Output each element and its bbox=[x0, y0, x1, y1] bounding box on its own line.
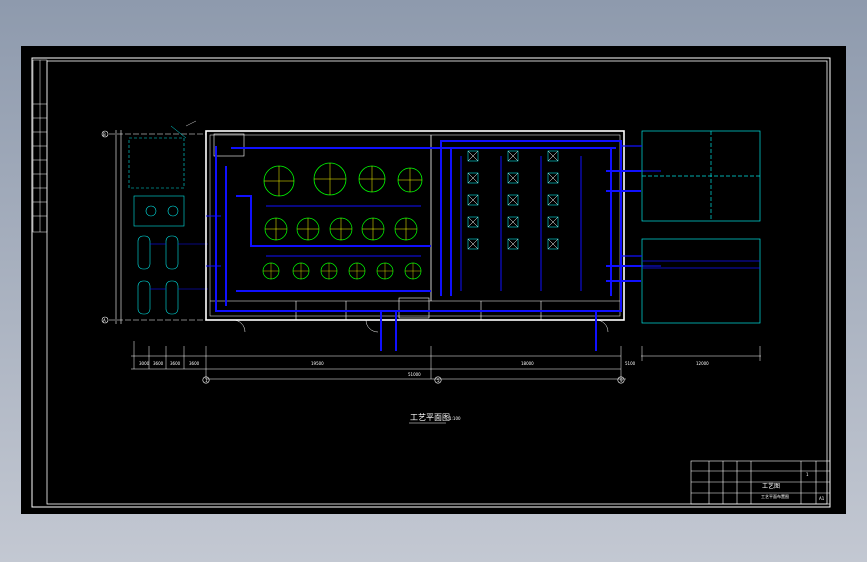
dim-main-3: 5100 bbox=[625, 361, 636, 366]
dim-main-1: 19500 bbox=[311, 361, 324, 366]
equipment-box bbox=[467, 238, 479, 250]
equipment-box-cross bbox=[547, 216, 559, 228]
column-axis-label-5: 5 bbox=[437, 378, 440, 383]
equipment-box-cross bbox=[547, 194, 559, 206]
door-swings bbox=[232, 319, 609, 333]
equipment-box-cross bbox=[547, 238, 559, 250]
equipment-box bbox=[547, 194, 559, 206]
row-axis-label-a: A bbox=[103, 318, 106, 323]
column-axis-label-9: 9 bbox=[620, 378, 623, 383]
tank-row-small bbox=[262, 262, 422, 280]
equipment-box bbox=[467, 216, 479, 228]
equipment-box-cross bbox=[467, 194, 479, 206]
title-block bbox=[690, 460, 831, 505]
equipment-box-cross bbox=[507, 216, 519, 228]
equipment-box-cross bbox=[507, 150, 519, 162]
equipment-box bbox=[547, 172, 559, 184]
cad-drawing-canvas: 工艺图 工艺平面布置图 1 A1 B A bbox=[31, 57, 831, 508]
dim-left-2: 3600 bbox=[153, 361, 164, 366]
gas-cylinder-bank bbox=[137, 235, 208, 315]
equipment-box bbox=[547, 238, 559, 250]
equipment-box bbox=[547, 150, 559, 162]
dim-main-2: 18000 bbox=[521, 361, 534, 366]
row-axis-markers bbox=[101, 130, 206, 324]
drawing-title-scale: 1:100 bbox=[449, 416, 461, 421]
equipment-box-cross bbox=[467, 216, 479, 228]
equipment-box-cross bbox=[507, 194, 519, 206]
row-axis-label-b: B bbox=[103, 132, 106, 137]
equipment-box bbox=[467, 150, 479, 162]
equipment-box-cross bbox=[547, 172, 559, 184]
equipment-box bbox=[507, 194, 519, 206]
dim-left-4: 3600 bbox=[189, 361, 200, 366]
equipment-box bbox=[507, 150, 519, 162]
equipment-box bbox=[507, 172, 519, 184]
tank-row-medium-marks bbox=[265, 218, 417, 240]
equipment-box bbox=[467, 194, 479, 206]
right-external-rooms bbox=[621, 130, 761, 324]
left-aux-room bbox=[128, 120, 197, 227]
tank-row-large bbox=[263, 162, 423, 197]
dim-right: 12000 bbox=[696, 361, 709, 366]
title-block-revision: A1 bbox=[819, 496, 825, 501]
equipment-box bbox=[467, 172, 479, 184]
equipment-box-cross bbox=[547, 150, 559, 162]
equipment-box bbox=[507, 238, 519, 250]
column-axis-label-1: 1 bbox=[205, 378, 208, 383]
equipment-box bbox=[507, 216, 519, 228]
sheet-inner-frame bbox=[46, 60, 828, 505]
title-block-drawing-name: 工艺平面布置图 bbox=[761, 493, 789, 499]
equipment-box-cross bbox=[507, 238, 519, 250]
tank-row-large-marks bbox=[264, 163, 422, 196]
equipment-box-cross bbox=[467, 238, 479, 250]
equipment-box-cross bbox=[467, 172, 479, 184]
tank-row-small-marks bbox=[263, 263, 421, 279]
pipe-network bbox=[215, 140, 641, 351]
left-margin-stamp bbox=[32, 59, 48, 233]
cad-viewport[interactable]: 工艺图 工艺平面布置图 1 A1 B A bbox=[21, 46, 846, 514]
drawing-title: 工艺平面图 bbox=[410, 413, 450, 422]
dim-left-1: 3000 bbox=[139, 361, 150, 366]
equipment-box-grid bbox=[467, 150, 559, 250]
equipment-box-cross bbox=[507, 172, 519, 184]
title-block-project: 工艺图 bbox=[762, 482, 780, 490]
column-axis-markers bbox=[202, 376, 625, 384]
equipment-box-cross bbox=[467, 150, 479, 162]
dim-overall: 51000 bbox=[408, 372, 421, 377]
dim-left-3: 3600 bbox=[170, 361, 181, 366]
equipment-box bbox=[547, 216, 559, 228]
sheet-outer-frame bbox=[31, 57, 831, 508]
dimension-lines bbox=[131, 341, 761, 380]
title-block-sheet: 1 bbox=[806, 472, 809, 477]
pipe-branches bbox=[206, 156, 661, 291]
